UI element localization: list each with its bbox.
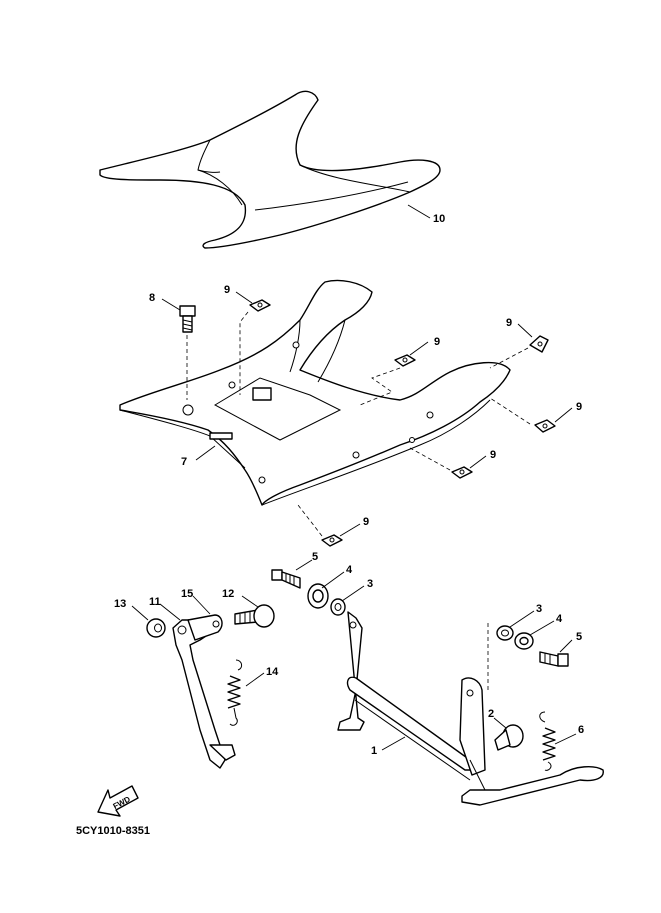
- callout-3-lower: 3: [536, 603, 542, 615]
- bolt-part-8[interactable]: [179, 305, 196, 333]
- collar-part-4-upper[interactable]: [307, 583, 329, 609]
- leader-nut-9-d: [489, 397, 531, 425]
- nut-part-9-d[interactable]: [534, 419, 556, 433]
- nut-part-9-b[interactable]: [394, 354, 416, 367]
- callout-9-b: 9: [434, 336, 440, 348]
- leader-nut-9-f: [297, 504, 323, 537]
- part-code: 5CY1010-8351: [76, 825, 150, 837]
- callout-9-a: 9: [224, 284, 230, 296]
- leader-lines: [131, 204, 577, 751]
- callout-1: 1: [371, 745, 377, 757]
- nut-part-9-a[interactable]: [249, 299, 271, 312]
- callout-4-upper: 4: [346, 564, 353, 576]
- bolt-part-5-upper[interactable]: [271, 569, 301, 589]
- callout-5-lower: 5: [576, 631, 582, 643]
- bracket-part-15[interactable]: [187, 614, 223, 641]
- callout-13: 13: [114, 598, 126, 610]
- main-stand-part-1[interactable]: [337, 611, 604, 806]
- callout-10: 10: [433, 213, 445, 225]
- callout-4-lower: 4: [556, 613, 563, 625]
- spring-part-14[interactable]: [227, 659, 243, 726]
- pivot-bolt-part-12[interactable]: [234, 604, 275, 628]
- nut-part-9-e[interactable]: [451, 466, 473, 479]
- leader-nut-9-b: [359, 367, 401, 406]
- callout-9-f: 9: [363, 516, 369, 528]
- bolt-part-5-lower[interactable]: [539, 651, 569, 667]
- fwd-arrow-icon: FWD: [97, 785, 139, 817]
- leader-nut-9-c: [489, 347, 529, 369]
- washer-part-3-lower[interactable]: [496, 625, 514, 641]
- callout-12: 12: [222, 588, 234, 600]
- washer-part-3-upper[interactable]: [330, 598, 346, 616]
- callout-3-upper: 3: [367, 578, 373, 590]
- callout-7: 7: [181, 456, 187, 468]
- callout-15: 15: [181, 588, 193, 600]
- nut-part-9-c[interactable]: [529, 335, 549, 353]
- spring-part-6[interactable]: [539, 711, 556, 771]
- side-stand-part-11[interactable]: [172, 619, 236, 769]
- callout-9-e: 9: [490, 449, 496, 461]
- nut-part-9-f[interactable]: [321, 534, 343, 547]
- leader-nut-9-e: [409, 447, 451, 471]
- callout-9-d: 9: [576, 401, 582, 413]
- nut-part-13[interactable]: [146, 618, 166, 638]
- floor-board-part-7[interactable]: [119, 279, 511, 506]
- callout-6: 6: [578, 724, 584, 736]
- footrest-mat-part-10[interactable]: [99, 90, 441, 249]
- callout-11: 11: [149, 596, 161, 608]
- callout-2: 2: [488, 708, 494, 720]
- stopper-part-2[interactable]: [494, 724, 524, 751]
- callout-5-upper: 5: [312, 551, 318, 563]
- callout-8: 8: [149, 292, 155, 304]
- collar-part-4-lower[interactable]: [514, 632, 534, 650]
- callout-14: 14: [266, 666, 279, 678]
- callout-9-c: 9: [506, 317, 512, 329]
